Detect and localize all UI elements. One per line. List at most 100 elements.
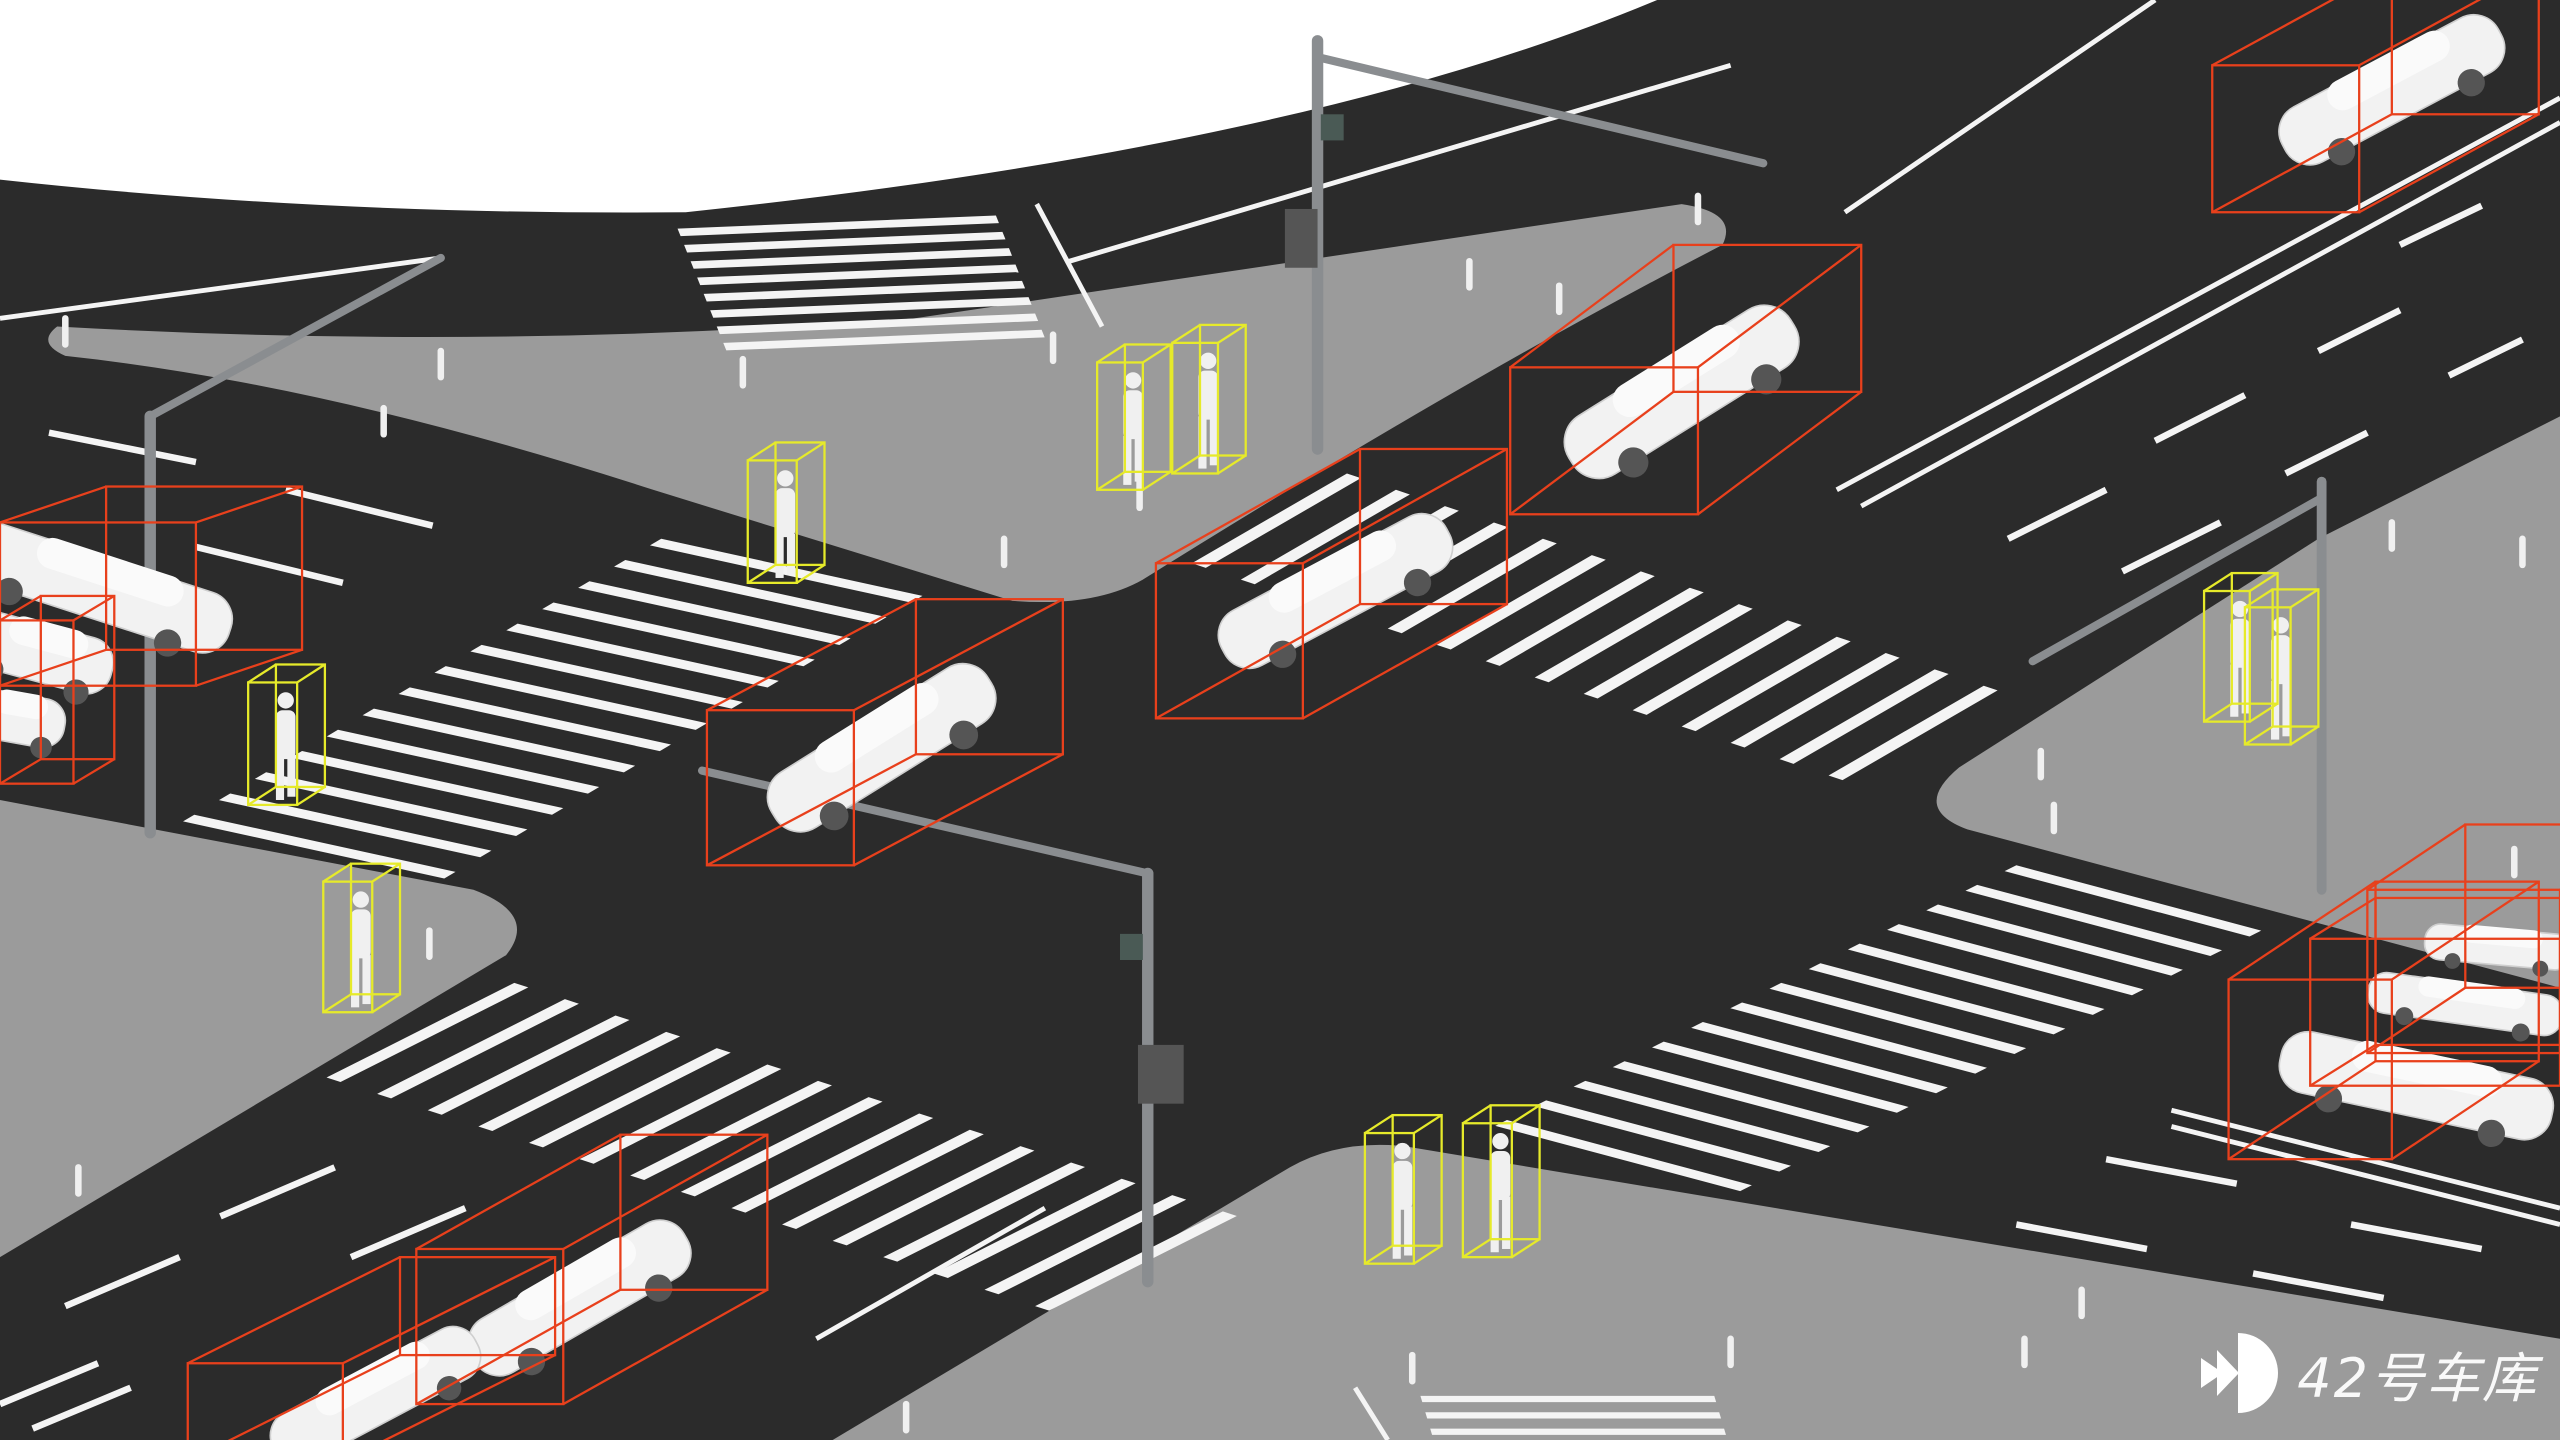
pedestrian [775, 470, 796, 578]
car-wheel [2477, 1119, 2505, 1148]
pedestrian [1198, 352, 1218, 469]
pedestrian-leg [1134, 435, 1143, 482]
vehicle-bounding-box-edge [1155, 447, 1361, 565]
watermark-text: 42号车库 [2297, 1346, 2538, 1410]
pedestrian-bounding-box-edge [2203, 702, 2233, 723]
vehicle-bounding-box-edge [0, 485, 107, 524]
vehicle-bounding-box-edge [227, 1354, 401, 1440]
pedestrian-bounding-box-edge [1096, 470, 1126, 491]
pedestrian-head [352, 891, 369, 908]
vehicle-bounding-box-edge [415, 1288, 621, 1406]
vehicle-bounding-box-edge [2358, 0, 2482, 67]
car-roof [2418, 976, 2526, 1009]
vehicle-bounding-box-back [104, 485, 304, 651]
car [2423, 923, 2560, 977]
car-roof [814, 682, 939, 773]
vehicle-bounding-box-edge [72, 594, 115, 622]
pedestrian-bounding-box-back [1198, 323, 1247, 457]
vehicle-bounding-box-edge [2211, 0, 2335, 67]
lane-dash [64, 1254, 181, 1310]
crosswalk-left-stripe [398, 687, 672, 752]
vehicle-bounding-box-front [0, 619, 75, 785]
crosswalk-left-stripe [362, 708, 636, 773]
pedestrian-bounding-box-front [1461, 1122, 1513, 1259]
pedestrian-head [1200, 352, 1217, 369]
car [467, 1219, 692, 1377]
watermark: 42号车库 [2193, 1328, 2538, 1418]
crosswalk-bottom-right-stripe [1965, 884, 2223, 957]
lane-dash [195, 543, 344, 587]
pedestrian-bounding-box-edge [247, 663, 277, 684]
crosswalk-bottom-right-stripe [1573, 1080, 1831, 1152]
vehicle-bounding-box-edge [1155, 603, 1361, 720]
crosswalk-bottom-left-stripe [579, 1064, 782, 1164]
car-roof [0, 689, 49, 720]
car-wheel [2532, 960, 2549, 977]
car-wheel [2511, 1023, 2530, 1042]
lane-line [2170, 1124, 2560, 1227]
vehicle-bounding-box-edge [0, 648, 107, 687]
pedestrian-head [1124, 372, 1142, 389]
pedestrian [1123, 372, 1143, 485]
car-wheel [2457, 69, 2485, 97]
lidar-sensor [1320, 114, 1344, 141]
crosswalk-bottom-right-stripe [1926, 904, 2183, 976]
pedestrian [1392, 1142, 1413, 1259]
crosswalk-bottom-right-stripe [1887, 924, 2144, 996]
pedestrian-bounding-box [322, 862, 402, 1014]
crosswalk-bottom-left-stripe [984, 1195, 1187, 1295]
crosswalk-top-stripe [684, 231, 1006, 253]
pedestrian-bounding-box-edge [747, 563, 777, 584]
lane-dash [2316, 307, 2402, 354]
pedestrian-bounding-box-edge [322, 993, 352, 1014]
vehicle-bounding-box [186, 1256, 557, 1440]
crosswalk-bottom-left-stripe [1035, 1211, 1237, 1311]
pedestrian-bounding-box-back [349, 862, 402, 996]
pedestrian-torso [2230, 618, 2250, 668]
lane-dash [2153, 392, 2247, 444]
crosswalk-bottom-left-stripe [832, 1146, 1035, 1246]
vehicle-bounding-box-edge [562, 1133, 768, 1250]
pedestrian-bounding-box-edge [247, 785, 277, 806]
crosswalk-bottom-right-stripe [1651, 1041, 1909, 1113]
pedestrian-leg [287, 755, 296, 797]
lane-dash [284, 486, 434, 529]
crosswalk-center-stripe [1485, 571, 1655, 666]
traffic-pole [1313, 53, 1768, 168]
pedestrian-leg [786, 533, 796, 575]
pedestrian-bounding-box-edge [1364, 1114, 1394, 1135]
crosswalk-center-stripe [1240, 489, 1410, 585]
vehicle-bounding-box [2366, 823, 2560, 1055]
crosswalk-bottom-left-stripe [933, 1178, 1136, 1278]
crosswalk-bottom-left-stripe [630, 1080, 832, 1181]
pedestrian-bounding-box-back [774, 441, 826, 567]
pedestrian-leg [275, 755, 285, 800]
lidar-sensor [1120, 933, 1143, 960]
car-wheel [1618, 447, 1649, 478]
crosswalk-center-stripe [1387, 538, 1557, 634]
pedestrian [351, 891, 371, 1008]
pedestrian-bounding-box-edge [2203, 572, 2233, 592]
car-roof [515, 1237, 636, 1321]
crosswalk-bottom-stripe [1425, 1412, 1722, 1419]
vehicle-bounding-box-front [186, 1362, 344, 1440]
crosswalk-left-stripe [649, 538, 923, 603]
vehicle-bounding-box-edge [853, 753, 1064, 867]
car-wheel [2444, 953, 2461, 969]
watermark-logo-icon [2201, 1333, 2279, 1413]
vehicle-bounding-box-edge [2309, 896, 2377, 940]
pedestrian-bounding-box-edge [322, 862, 352, 883]
crosswalk-bottom-left-stripe [731, 1113, 934, 1213]
sidewalk-bottom [832, 1144, 2560, 1440]
crosswalk-bottom-left-stripe [377, 999, 579, 1099]
crosswalk-center-stripe [1730, 653, 1900, 748]
car-wheel [1403, 568, 1432, 597]
vehicle-bounding-box-edge [1509, 243, 1675, 369]
car-roof [2462, 924, 2543, 949]
vehicle-bounding-box-edge [2309, 1043, 2377, 1087]
pedestrian-bounding-box [1363, 1113, 1443, 1265]
pedestrian-bounding-box [1096, 343, 1172, 491]
pedestrian-bounding-box-edge [2244, 725, 2274, 746]
